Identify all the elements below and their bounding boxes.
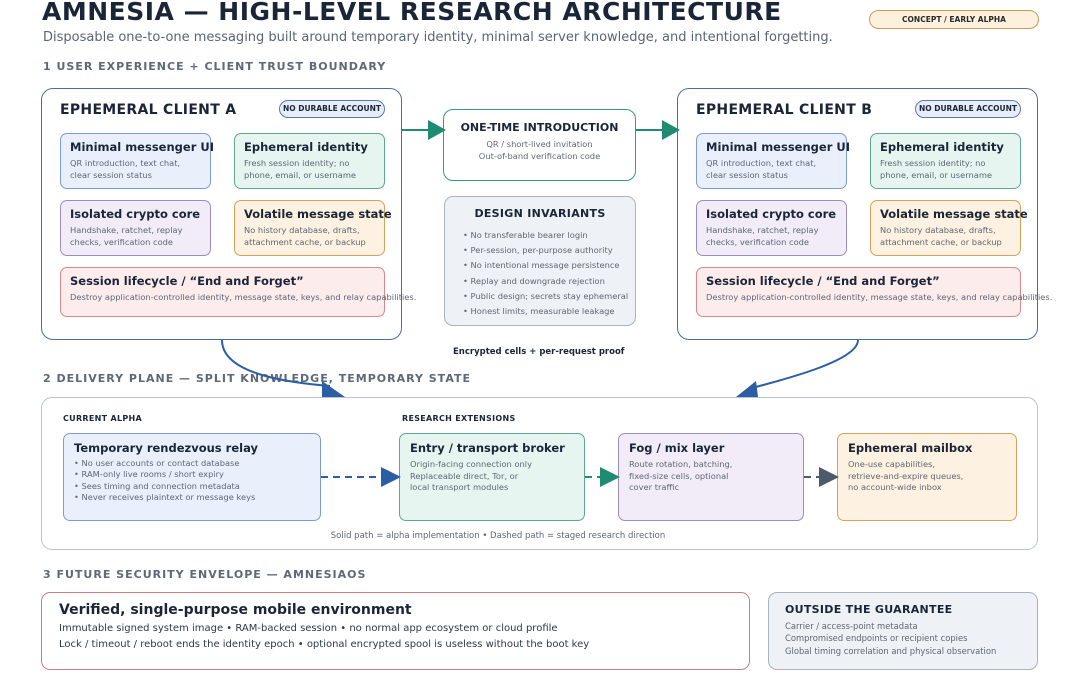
list-item: • Honest limits, measurable leakage bbox=[463, 306, 615, 317]
card-description: Handshake, ratchet, replay checks, verif… bbox=[70, 225, 183, 247]
description-line: cover traffic bbox=[629, 482, 680, 492]
card-title: Ephemeral identity bbox=[880, 140, 1004, 154]
invariants-title: DESIGN INVARIANTS bbox=[474, 207, 606, 220]
card-description: Fresh session identity; no phone, email,… bbox=[244, 158, 356, 180]
client-b-delivery-head bbox=[736, 381, 758, 397]
description-line: no account-wide inbox bbox=[848, 482, 942, 492]
verified-mobile-environment: Verified, single-purpose mobile environm… bbox=[41, 592, 750, 670]
card-description: Destroy application-controlled identity,… bbox=[706, 292, 1053, 302]
section-heading-3: 3 FUTURE SECURITY ENVELOPE — AMNESIAOS bbox=[43, 568, 367, 581]
list-item: • Per-session, per-purpose authority bbox=[463, 245, 613, 256]
card-title: Isolated crypto core bbox=[706, 207, 837, 221]
client-b-title: EPHEMERAL CLIENT B bbox=[696, 102, 873, 118]
list-item: • Public design; secrets stay ephemeral bbox=[463, 290, 629, 301]
card-title: Volatile message state bbox=[880, 207, 1028, 221]
list-item: • No intentional message persistence bbox=[463, 260, 620, 271]
section-heading-2: 2 DELIVERY PLANE — SPLIT KNOWLEDGE, TEMP… bbox=[43, 372, 471, 385]
card-title: Session lifecycle / “End and Forget” bbox=[706, 274, 940, 288]
outside-item-2: Compromised endpoints or recipient copie… bbox=[785, 633, 968, 644]
design-invariants: DESIGN INVARIANTS • No transferable bear… bbox=[444, 196, 636, 326]
rendezvous-relay-node: Temporary rendezvous relay • No user acc… bbox=[63, 433, 321, 521]
node-title: Temporary rendezvous relay bbox=[74, 441, 258, 455]
card-title: Minimal messenger UI bbox=[706, 140, 850, 154]
outside-item-1: Carrier / access-point metadata bbox=[785, 621, 918, 631]
node-title: Entry / transport broker bbox=[410, 441, 565, 455]
flow-label: Encrypted cells + per-request proof bbox=[453, 347, 625, 357]
entry-broker-node: Entry / transport broker Origin-facing c… bbox=[399, 433, 585, 521]
description-line: Route rotation, batching, bbox=[629, 459, 733, 469]
caption-text: Solid path = alpha implementation • Dash… bbox=[330, 531, 666, 541]
client-a-account-pill: NO DURABLE ACCOUNT bbox=[279, 100, 385, 118]
card-description: No history database, drafts, attachment … bbox=[244, 225, 366, 247]
card-title: Volatile message state bbox=[244, 207, 392, 221]
card-title: Isolated crypto core bbox=[70, 207, 201, 221]
intro-title: ONE-TIME INTRODUCTION bbox=[460, 121, 619, 134]
card-title: Session lifecycle / “End and Forget” bbox=[70, 274, 304, 288]
card-description: Destroy application-controlled identity,… bbox=[70, 292, 417, 302]
description-line: local transport modules bbox=[410, 482, 509, 492]
future-line-2: Lock / timeout / reboot ends the identit… bbox=[59, 639, 590, 650]
one-time-introduction: ONE-TIME INTRODUCTION QR / short-lived i… bbox=[443, 109, 636, 181]
client-b-session-lifecycle-card: Session lifecycle / “End and Forget” Des… bbox=[696, 267, 1053, 317]
section-heading-1: 1 USER EXPERIENCE + CLIENT TRUST BOUNDAR… bbox=[43, 60, 387, 73]
description-line: fixed-size cells, optional bbox=[629, 470, 729, 481]
card-description: No history database, drafts, attachment … bbox=[880, 225, 1002, 247]
list-item: • Replay and downgrade rejection bbox=[463, 275, 605, 286]
description-line: retrieve-and-expire queues, bbox=[848, 470, 964, 481]
outside-item-3: Global timing correlation and physical o… bbox=[785, 645, 997, 656]
client-b-delivery-curve bbox=[751, 339, 859, 389]
list-item: • No user accounts or contact database bbox=[74, 458, 240, 468]
description-line: Origin-facing connection only bbox=[410, 459, 533, 469]
client-a-messenger-ui-card: Minimal messenger UI QR introduction, te… bbox=[60, 133, 214, 189]
list-item: • No transferable bearer login bbox=[463, 230, 588, 240]
node-title: Fog / mix layer bbox=[629, 441, 725, 455]
ephemeral-client-b: EPHEMERAL CLIENT B NO DURABLE ACCOUNT Mi… bbox=[677, 88, 1053, 340]
ephemeral-mailbox-node: Ephemeral mailbox One-use capabilities, … bbox=[837, 433, 1017, 521]
node-title: Ephemeral mailbox bbox=[848, 441, 973, 455]
ephemeral-client-a: EPHEMERAL CLIENT A NO DURABLE ACCOUNT Mi… bbox=[41, 88, 417, 340]
intro-line-2: Out-of-band verification code bbox=[478, 151, 601, 161]
description-line: One-use capabilities, bbox=[848, 459, 936, 469]
current-alpha-label: CURRENT ALPHA bbox=[63, 414, 143, 423]
card-title: Minimal messenger UI bbox=[70, 140, 214, 154]
client-a-ephemeral-identity-card: Ephemeral identity Fresh session identit… bbox=[234, 133, 385, 189]
invariants-list: • No transferable bearer login • Per-ses… bbox=[463, 228, 635, 319]
client-a-title: EPHEMERAL CLIENT A bbox=[60, 102, 237, 118]
client-b-crypto-core-card: Isolated crypto core Handshake, ratchet,… bbox=[696, 200, 847, 256]
page-subtitle: Disposable one-to-one messaging built ar… bbox=[43, 30, 833, 45]
relay-list: • No user accounts or contact database •… bbox=[74, 458, 310, 503]
client-b-message-state-card: Volatile message state No history databa… bbox=[870, 200, 1028, 256]
outside-title: OUTSIDE THE GUARANTEE bbox=[785, 603, 953, 616]
future-line-1: Immutable signed system image • RAM-back… bbox=[59, 623, 558, 634]
client-b-messenger-ui-card: Minimal messenger UI QR introduction, te… bbox=[696, 133, 850, 189]
card-description: QR introduction, text chat, clear sessio… bbox=[706, 158, 817, 180]
node-description: Route rotation, batching, fixed-size cel… bbox=[629, 459, 793, 494]
node-description: Origin-facing connection only Replaceabl… bbox=[410, 459, 574, 494]
list-item: • Never receives plaintext or message ke… bbox=[74, 491, 256, 502]
outside-the-guarantee: OUTSIDE THE GUARANTEE Carrier / access-p… bbox=[768, 592, 1038, 670]
list-item: • RAM-only live rooms / short expiry bbox=[74, 469, 224, 480]
list-item: • Sees timing and connection metadata bbox=[74, 480, 240, 491]
client-b-account-pill: NO DURABLE ACCOUNT bbox=[915, 100, 1021, 118]
intro-line-1: QR / short-lived invitation bbox=[486, 139, 593, 149]
card-description: QR introduction, text chat, clear sessio… bbox=[70, 158, 181, 180]
card-description: Handshake, ratchet, replay checks, verif… bbox=[706, 225, 819, 247]
card-description: Fresh session identity; no phone, email,… bbox=[880, 158, 992, 180]
fog-mix-layer-node: Fog / mix layer Route rotation, batching… bbox=[618, 433, 804, 521]
client-b-ephemeral-identity-card: Ephemeral identity Fresh session identit… bbox=[870, 133, 1021, 189]
research-extensions-label: RESEARCH EXTENSIONS bbox=[402, 414, 516, 423]
card-title: Ephemeral identity bbox=[244, 140, 368, 154]
future-title: Verified, single-purpose mobile environm… bbox=[59, 602, 412, 618]
node-description: One-use capabilities, retrieve-and-expir… bbox=[848, 459, 1006, 494]
status-badge: CONCEPT / EARLY ALPHA bbox=[869, 10, 1039, 29]
description-line: Replaceable direct, Tor, or bbox=[410, 470, 519, 481]
client-a-message-state-card: Volatile message state No history databa… bbox=[234, 200, 392, 256]
client-a-session-lifecycle-card: Session lifecycle / “End and Forget” Des… bbox=[60, 267, 417, 317]
client-a-crypto-core-card: Isolated crypto core Handshake, ratchet,… bbox=[60, 200, 211, 256]
page-title: AMNESIA — HIGH-LEVEL RESEARCH ARCHITECTU… bbox=[42, 0, 782, 26]
delivery-caption: Solid path = alpha implementation • Dash… bbox=[0, 531, 1080, 541]
